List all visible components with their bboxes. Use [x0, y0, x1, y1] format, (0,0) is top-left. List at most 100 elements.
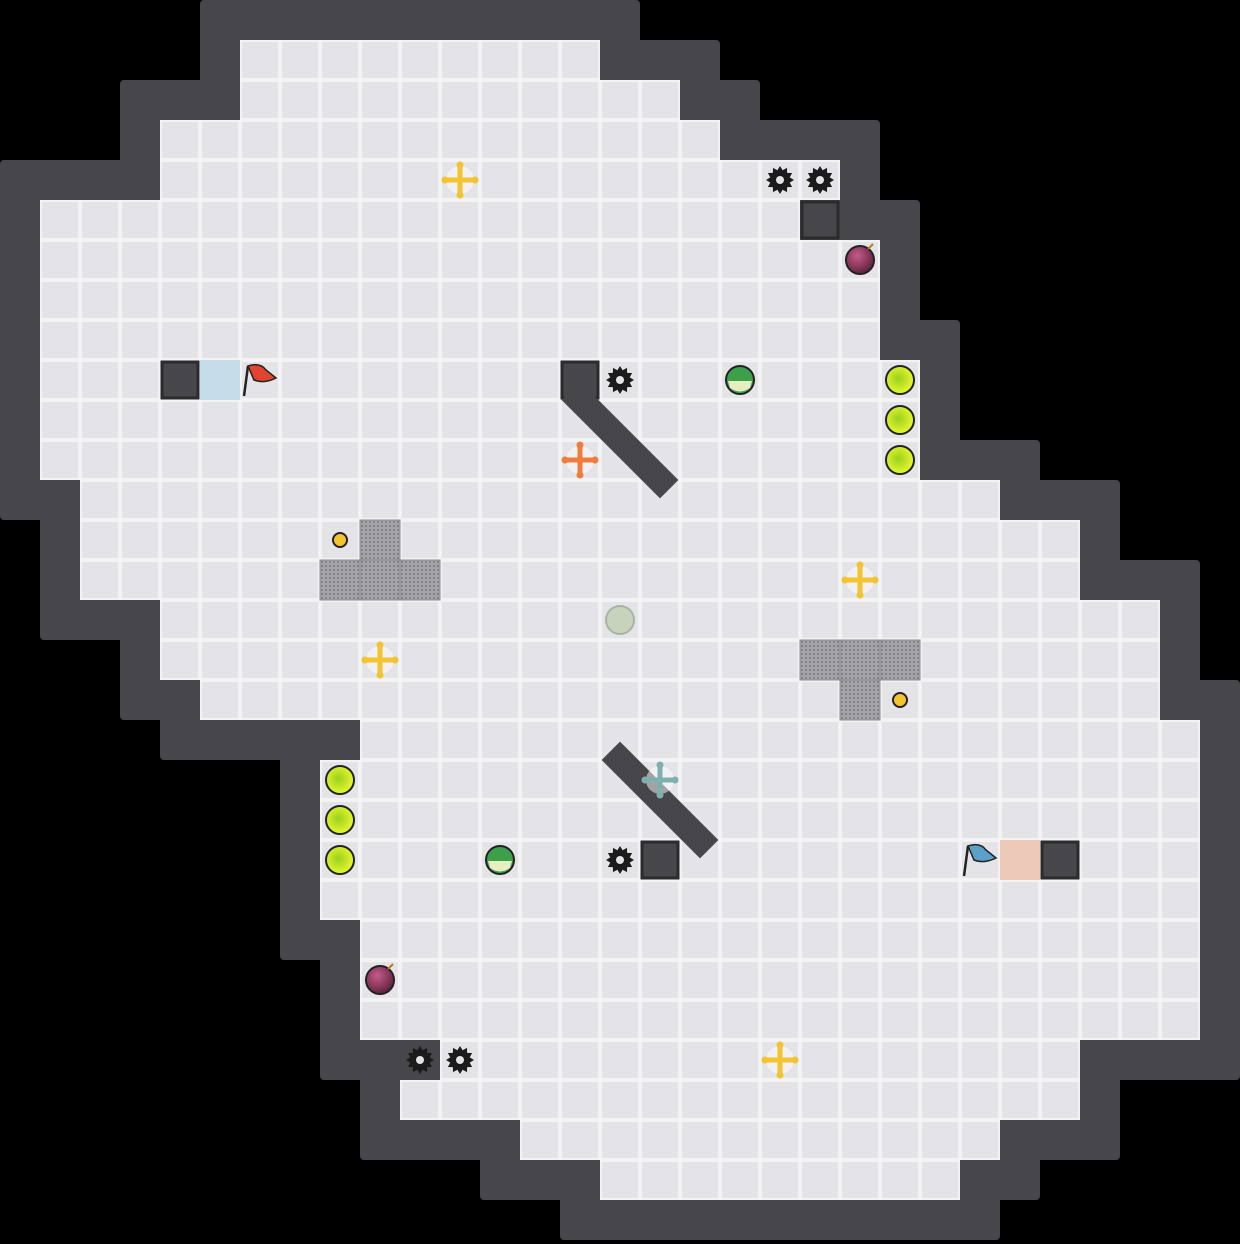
boost-tip [456, 191, 464, 199]
floor-row [160, 160, 840, 200]
spike-center [616, 376, 624, 384]
boost-tip [576, 441, 584, 449]
boost-tip [841, 576, 849, 584]
spawn-tile [399, 559, 441, 601]
jukejuice-icon[interactable] [725, 365, 755, 395]
boost-arrows [644, 764, 676, 796]
teal-boost-icon[interactable] [641, 761, 679, 799]
spike-icon[interactable] [806, 166, 834, 194]
spawn-tile [359, 519, 401, 561]
blue-flag-icon[interactable] [962, 843, 998, 877]
jukejuice-icon[interactable] [485, 845, 515, 875]
spawn-tile [799, 639, 841, 681]
spawn-tile [359, 559, 401, 601]
spawn-tile [839, 639, 881, 681]
spawn-tile [879, 639, 921, 681]
yellow-boost-icon[interactable] [441, 161, 479, 199]
spike-icon[interactable] [406, 1046, 434, 1074]
floor-row [400, 1080, 1080, 1120]
powerup-icon[interactable] [325, 845, 355, 875]
powerup-icon[interactable] [325, 805, 355, 835]
powerup-icon[interactable] [885, 405, 915, 435]
bomb-fuse [387, 963, 394, 970]
diagonal-wall [561, 381, 679, 499]
floor-row [40, 400, 920, 440]
yellow-boost-icon[interactable] [841, 561, 879, 599]
boost-tip [471, 176, 479, 184]
spike-center [456, 1056, 464, 1064]
floor-row [440, 1040, 1080, 1080]
wall-block [1040, 840, 1080, 880]
floor-row [40, 280, 880, 320]
bomb-icon[interactable] [365, 963, 395, 995]
coin-icon[interactable] [332, 532, 348, 548]
floor-row [320, 760, 1200, 800]
floor-row [160, 600, 1160, 640]
boost-tip [791, 1056, 799, 1064]
floor-row [240, 40, 600, 80]
boost-arrows [444, 164, 476, 196]
floor-row [880, 480, 1000, 520]
boost-tip [776, 1041, 784, 1049]
boost-tip [656, 791, 664, 799]
jukejuice-band [488, 861, 512, 872]
boost-tip [856, 591, 864, 599]
spawn-layer [319, 519, 921, 721]
boost-arrows [764, 1044, 796, 1076]
boost-tip [456, 161, 464, 169]
red-boost-icon[interactable] [561, 441, 599, 479]
powerup-icon[interactable] [885, 365, 915, 395]
boost-tip [776, 1071, 784, 1079]
floor-row [40, 440, 920, 480]
boost-tip [576, 471, 584, 479]
boost-arrows [564, 444, 596, 476]
flag-pole [242, 365, 250, 397]
floor-row [160, 640, 1160, 680]
yellow-boost-icon[interactable] [361, 641, 399, 679]
floor-row [40, 320, 880, 360]
powerup-icon[interactable] [885, 445, 915, 475]
boost-tip [376, 641, 384, 649]
bomb-icon[interactable] [845, 243, 875, 275]
spike-icon[interactable] [446, 1046, 474, 1074]
spike-center [416, 1056, 424, 1064]
floor-row [240, 80, 680, 120]
coin-icon[interactable] [892, 692, 908, 708]
floor-row [40, 240, 880, 280]
floor-row [520, 1120, 1000, 1160]
bomb-fuse [867, 243, 874, 250]
yellow-boost-icon[interactable] [761, 1041, 799, 1079]
floor-row [40, 200, 800, 240]
spike-center [816, 176, 824, 184]
boost-tip [561, 456, 569, 464]
wall-block [800, 200, 840, 240]
bomb-body [845, 245, 875, 275]
floor-row [320, 800, 1200, 840]
boost-tip [591, 456, 599, 464]
floor-row [360, 920, 1200, 960]
floor-row [160, 120, 720, 160]
flag-cloth [966, 843, 998, 863]
floor-row [80, 560, 1080, 600]
floor-row [360, 960, 1200, 1000]
boost-tip [656, 761, 664, 769]
spike-icon[interactable] [606, 366, 634, 394]
object-layer[interactable] [242, 161, 998, 1079]
powerup-icon[interactable] [325, 765, 355, 795]
boost-arrows [844, 564, 876, 596]
floor-row [80, 520, 1080, 560]
boost-tip [856, 561, 864, 569]
red-gate [1000, 840, 1040, 880]
spike-icon[interactable] [606, 846, 634, 874]
neutral-marker-icon[interactable] [605, 605, 635, 635]
diagonal-wall [601, 741, 719, 859]
spawn-tile [839, 679, 881, 721]
spike-icon[interactable] [766, 166, 794, 194]
red-flag-icon[interactable] [242, 363, 278, 397]
boost-tip [361, 656, 369, 664]
boost-tip [391, 656, 399, 664]
floor-row [320, 880, 1200, 920]
boost-arrows [364, 644, 396, 676]
